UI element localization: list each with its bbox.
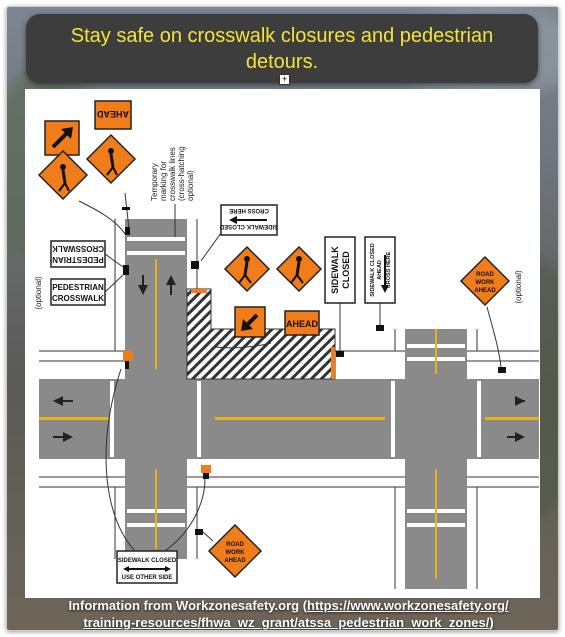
svg-text:WORK: WORK: [226, 550, 246, 556]
optional-label-right: (optional): [514, 270, 523, 304]
svg-text:SIDEWALK: SIDEWALK: [330, 246, 340, 294]
svg-text:CROSS HERE: CROSS HERE: [229, 207, 269, 213]
diagram-svg: Temporary marking for crosswalk lines (c…: [25, 89, 540, 598]
title-line-1: Stay safe on crosswalk closures and pede…: [26, 23, 538, 49]
caption-suffix: ): [489, 615, 493, 630]
svg-text:AHEAD: AHEAD: [377, 260, 383, 280]
svg-text:CROSSWALK: CROSSWALK: [52, 294, 104, 303]
sign-road-work-ahead-right: ROAD WORK AHEAD: [461, 257, 509, 305]
source-link-part-1[interactable]: https://www.workzonesafety.org/: [307, 598, 509, 613]
svg-text:PEDESTRIAN: PEDESTRIAN: [52, 283, 104, 292]
expand-plus-icon[interactable]: +: [279, 74, 290, 85]
source-caption: Information from Workzonesafety.org (htt…: [13, 597, 559, 631]
sign-ahead-mid: AHEAD: [285, 311, 319, 335]
sign-pedestrian-diamond-mid-2: [277, 247, 321, 291]
svg-text:CROSSWALK: CROSSWALK: [52, 244, 104, 253]
caption-prefix: Information from Workzonesafety.org (: [68, 598, 307, 613]
sign-arrow-diagonal: [45, 121, 79, 155]
svg-text:SIDEWALK CLOSED: SIDEWALK CLOSED: [219, 223, 278, 229]
svg-text:AHEAD: AHEAD: [474, 288, 496, 294]
svg-text:CLOSED: CLOSED: [341, 251, 351, 289]
sign-pedestrian-crosswalk-mirrored: PEDESTRIAN CROSSWALK: [51, 241, 105, 267]
sign-sidewalk-closed-cross-here-top: SIDEWALK CLOSED CROSS HERE: [219, 205, 278, 235]
svg-text:USE OTHER SIDE: USE OTHER SIDE: [122, 575, 173, 581]
svg-text:AHEAD: AHEAD: [224, 558, 246, 564]
svg-text:CROSS HERE: CROSS HERE: [386, 251, 392, 288]
title-line-2: detours.: [26, 49, 538, 75]
sign-sidewalk-closed-use-other-side: SIDEWALK CLOSED USE OTHER SIDE: [117, 551, 177, 583]
svg-text:Temporary marking fo: Temporary marking for crosswalk lines (c…: [150, 144, 195, 201]
svg-text:AHEAD: AHEAD: [286, 319, 319, 329]
title-banner: Stay safe on crosswalk closures and pede…: [26, 14, 538, 83]
sign-sidewalk-closed-ahead-vertical: SIDEWALK CLOSED AHEAD CROSS HERE: [365, 237, 395, 303]
sign-arrow-down-left: [235, 307, 265, 337]
work-zone-diagram: Temporary marking for crosswalk lines (c…: [25, 89, 540, 598]
optional-label-left: (optional): [34, 276, 43, 310]
source-link-part-2[interactable]: training-resources/fhwa_wz_grant/atssa_p…: [83, 615, 489, 630]
sign-pedestrian-diamond-top: [87, 135, 135, 183]
svg-text:ROAD: ROAD: [226, 542, 244, 548]
sign-road-work-ahead-bottom: ROAD WORK AHEAD: [209, 525, 261, 577]
sign-pedestrian-crosswalk: PEDESTRIAN CROSSWALK: [51, 279, 105, 305]
svg-text:ROAD: ROAD: [476, 272, 494, 278]
slide-frame: Stay safe on crosswalk closures and pede…: [6, 6, 559, 631]
svg-text:PEDESTRIAN: PEDESTRIAN: [52, 255, 104, 264]
svg-text:WORK: WORK: [476, 280, 496, 286]
sign-sidewalk-closed-big: SIDEWALK CLOSED: [325, 237, 355, 303]
svg-text:SIDEWALK CLOSED: SIDEWALK CLOSED: [118, 558, 177, 564]
sign-pedestrian-diamond-left: [39, 151, 87, 199]
sign-ahead-top: AHEAD: [95, 101, 131, 129]
sign-pedestrian-diamond-mid-1: [225, 247, 269, 291]
svg-text:AHEAD: AHEAD: [97, 109, 130, 119]
svg-text:SIDEWALK CLOSED: SIDEWALK CLOSED: [370, 243, 376, 297]
